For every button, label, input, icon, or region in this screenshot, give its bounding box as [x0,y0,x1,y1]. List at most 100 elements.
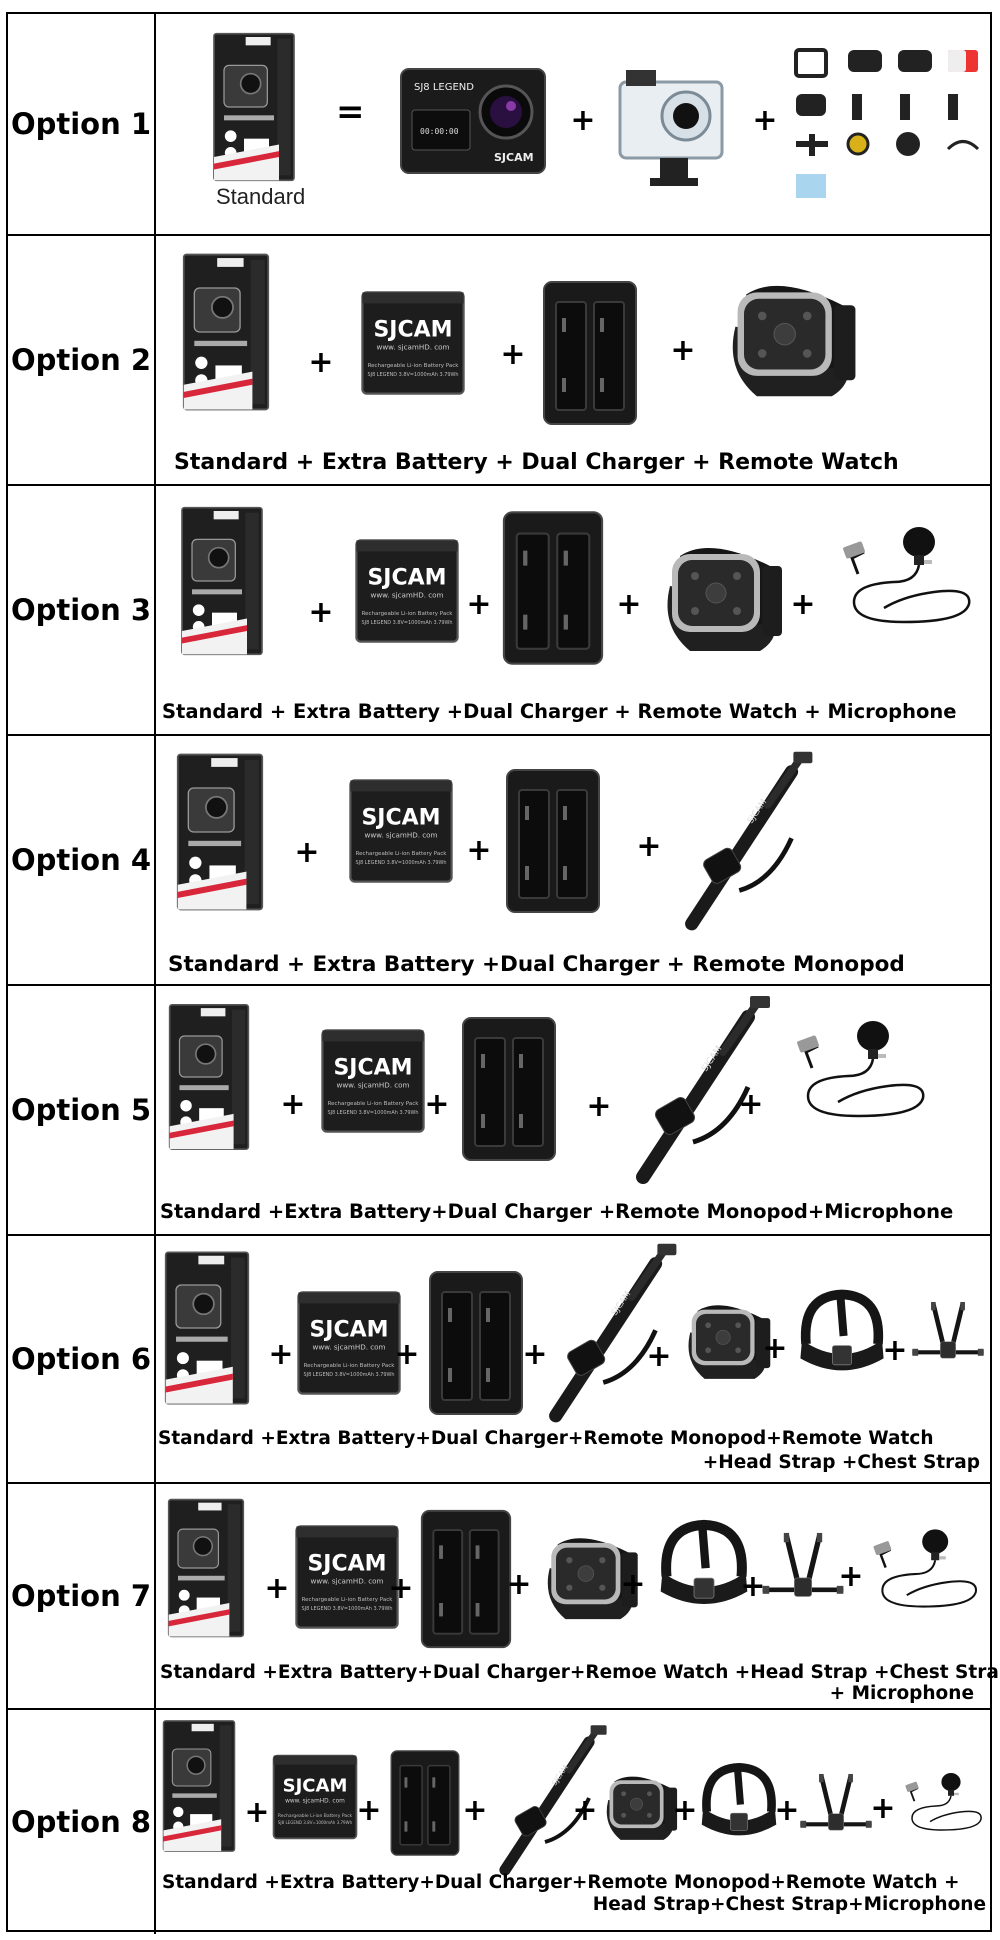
remote-watch-image [676,1288,776,1384]
option-label: Option 2 [10,343,152,377]
head-strap-image [794,1286,890,1378]
plus-sign: + [466,587,492,622]
option-label: Option 4 [10,843,152,877]
dual-charger-image [426,1268,526,1418]
accessories-kit-image [788,44,988,204]
plus-sign: + [268,1337,294,1372]
option-caption-line1: Standard +Extra Battery+Dual Charger+Rem… [160,1662,1000,1683]
plus-sign: + [294,835,320,870]
dual-charger-image [456,1014,562,1164]
option-row-4: Option 4 + + + Standard + Extra Battery … [8,736,990,986]
dual-charger-image [540,278,640,428]
extra-battery-image [292,1522,402,1632]
option-content: + + + + + + Standard +Extra Battery+Dual… [158,1236,990,1482]
plus-sign: + [394,1337,420,1372]
plus-sign: + [522,1337,548,1372]
plus-sign: + [572,1793,598,1828]
plus-sign: + [670,333,696,368]
head-strap-image [654,1516,754,1612]
option-label: Option 6 [10,1342,152,1376]
option-label-cell: Option 2 [8,236,156,484]
remote-watch-image [714,262,864,402]
option-label-cell: Option 8 [8,1710,156,1934]
option-row-5: Option 5 + + + + Standard +Extra Battery… [8,986,990,1236]
equals-sign: = [336,92,365,132]
option-caption-line1: Standard +Extra Battery+Dual Charger+Rem… [162,1872,960,1893]
plus-sign: + [466,833,492,868]
plus-sign: + [646,1339,672,1374]
plus-sign: + [356,1793,382,1828]
extra-battery-image [352,536,462,646]
extra-battery-image [346,776,456,886]
option-label-cell: Option 3 [8,486,156,734]
option-label: Option 8 [10,1805,152,1839]
plus-sign: + [462,1793,488,1828]
plus-sign: + [838,1559,864,1594]
extra-battery-image [318,1026,428,1136]
dual-charger-image [384,1748,466,1858]
microphone-image [778,1016,938,1126]
plus-sign: + [672,1793,698,1828]
plus-sign: + [762,1331,788,1366]
option-caption-line1: Standard +Extra Battery+Dual Charger+Rem… [158,1428,934,1449]
option-row-1: Option 1 Standard = + + [8,14,990,236]
option-row-3: Option 3 + + + + Standard + Extra Batter… [8,486,990,736]
option-row-6: Option 6 + + + + + + Standard +Extra Bat… [8,1236,990,1484]
plus-sign: + [790,587,816,622]
extra-battery-image [270,1752,360,1842]
option-content: + + + Standard + Extra Battery + Dual Ch… [158,236,990,484]
plus-sign: + [500,337,526,372]
camera-box-image [180,506,264,656]
camera-box-image [164,1248,250,1408]
option-label: Option 5 [10,1093,152,1127]
option-label: Option 1 [10,107,152,141]
camera-box-image [168,1002,250,1152]
microphone-image [858,1522,988,1618]
option-caption: Standard + Extra Battery + Dual Charger … [174,450,899,475]
chest-strap-image [760,1520,846,1616]
plus-sign: + [586,1089,612,1124]
dual-charger-image [498,766,608,916]
plus-sign: + [424,1087,450,1122]
option-content: Standard = + + [158,14,990,234]
waterproof-housing-image [606,62,736,192]
extra-battery-image [294,1288,404,1398]
options-grid: Option 1 Standard = + + Option 2 + + + S… [6,12,1000,1934]
plus-sign: + [616,587,642,622]
option-caption-line2: +Head Strap +Chest Strap [702,1452,980,1473]
plus-sign: + [740,1569,766,1604]
standard-label: Standard [216,184,306,209]
microphone-image [824,522,984,632]
camera-box-image [162,1718,236,1854]
remote-watch-image [596,1762,682,1844]
option-label-cell: Option 7 [8,1484,156,1708]
plus-sign: + [308,595,334,630]
dual-charger-image [418,1506,514,1652]
camera-box-image [210,32,298,182]
plus-sign: + [774,1793,800,1828]
option-content: + + + + Standard + Extra Battery +Dual C… [158,486,990,734]
option-label-cell: Option 4 [8,736,156,984]
option-label: Option 7 [10,1579,152,1613]
plus-sign: + [738,1087,764,1122]
plus-sign: + [264,1571,290,1606]
action-camera-image [398,66,548,176]
option-caption: Standard +Extra Battery+Dual Charger +Re… [160,1200,954,1223]
option-label-cell: Option 6 [8,1236,156,1482]
plus-sign: + [388,1571,414,1606]
dual-charger-image [498,508,608,668]
option-caption-line2: + Microphone [829,1683,974,1704]
plus-sign: + [870,1791,896,1826]
plus-sign: + [280,1087,306,1122]
option-content: + + + + Standard +Extra Battery+Dual Cha… [158,986,990,1234]
option-row-2: Option 2 + + + Standard + Extra Battery … [8,236,990,486]
option-content: + + + Standard + Extra Battery +Dual Cha… [158,736,990,984]
chest-strap-image [910,1288,986,1378]
camera-box-image [176,752,264,912]
plus-sign: + [752,103,778,138]
plus-sign: + [882,1333,908,1368]
remote-monopod-image [528,1240,688,1430]
option-label-cell: Option 1 [8,14,156,234]
remote-watch-image [650,526,790,656]
camera-box-image [182,252,270,412]
